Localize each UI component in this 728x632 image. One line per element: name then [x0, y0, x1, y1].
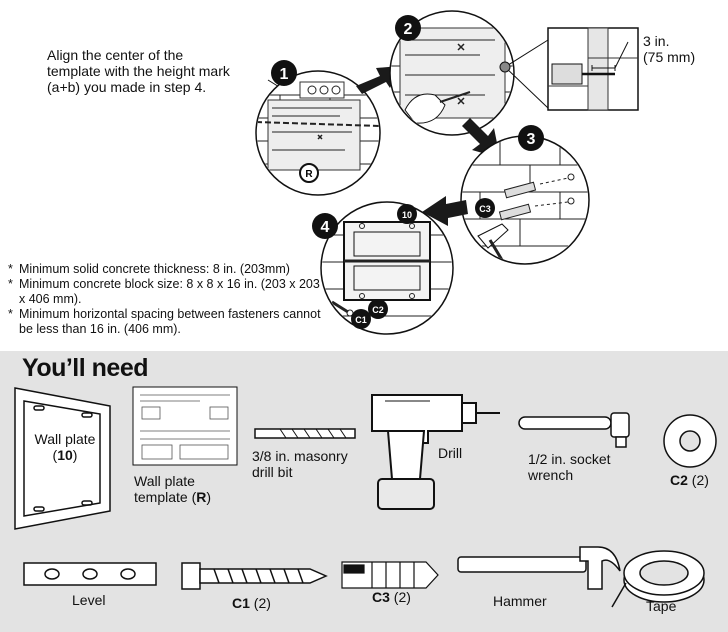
hammer-label: Hammer: [493, 593, 547, 609]
level-label: Level: [72, 592, 106, 608]
tools-illustrations: [14, 386, 717, 608]
c3-label: C3 (2): [372, 589, 411, 605]
wall-plate-tag: 10: [402, 210, 412, 220]
tape-label: Tape: [646, 598, 677, 614]
installation-diagram: 1 R 2: [255, 10, 639, 335]
step-1-number: 1: [280, 66, 289, 83]
step-2-number: 2: [404, 21, 413, 38]
template-image: [132, 386, 238, 466]
depth-callout: 3 in. (75 mm): [643, 33, 696, 65]
hammer-image: [457, 546, 621, 590]
step-1-illustration: 1 R: [255, 60, 381, 196]
note-item: *Minimum horizontal spacing between fast…: [8, 307, 321, 336]
notes-list: *Minimum solid concrete thickness: 8 in.…: [8, 262, 328, 337]
anchor-image: [341, 561, 439, 589]
c1-label: C1 (2): [232, 595, 271, 611]
tools-heading: You’ll need: [22, 354, 149, 382]
arrow-step1-to-step2: [356, 66, 400, 94]
c3-tag: C3: [479, 204, 491, 214]
note-item: *Minimum concrete block size: 8 x 8 x 16…: [8, 277, 320, 306]
c2-label: C2 (2): [670, 472, 709, 488]
wrench-label: 1/2 in. socket wrench: [528, 451, 611, 483]
step-2-illustration: 2: [389, 10, 515, 136]
template-label: Wall plate template (R): [134, 473, 212, 505]
note-item: *Minimum solid concrete thickness: 8 in.…: [8, 262, 290, 276]
wrench-image: [518, 412, 630, 448]
drill-bit-image: [254, 428, 356, 439]
drill-bit-label: 3/8 in. masonry drill bit: [252, 448, 348, 480]
step-4-number: 4: [321, 219, 330, 236]
wall-plate-image: [14, 387, 111, 530]
template-tag: R: [305, 169, 313, 180]
step-4-illustration: 4 10 C2 C1: [312, 201, 454, 335]
wall-plate-label: Wall plate (10): [34, 431, 96, 463]
drill-label: Drill: [438, 445, 463, 461]
c2-tag: C2: [372, 305, 384, 315]
step-3-illustration: 3 C3: [460, 125, 590, 265]
step-3-number: 3: [527, 131, 536, 148]
drill-image: [371, 394, 500, 510]
washer-image: [663, 414, 717, 468]
arrow-step3-to-step4: [422, 196, 468, 226]
tape-image: [611, 550, 705, 608]
c1-tag: C1: [355, 315, 367, 325]
instruction-text: Align the center of the template with th…: [47, 47, 230, 95]
screw-image: [181, 562, 328, 590]
level-image: [23, 562, 157, 586]
drill-depth-detail: [499, 27, 639, 111]
